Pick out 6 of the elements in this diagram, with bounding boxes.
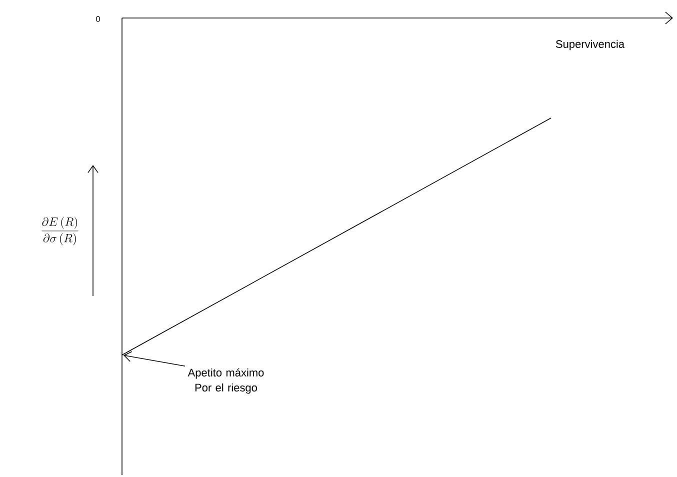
axis-label: Supervivencia (556, 40, 625, 50)
axis-formula: $\frac{\partial E\left(R\right)}{\partial \sigma\left(R\right)}$ (42, 216, 78, 246)
leader-arrow (123, 351, 186, 366)
annotation-text: Apetito máximo Por el riesgo (188, 368, 264, 394)
zero-label: 0 (96, 16, 100, 22)
plot-line (122, 118, 552, 356)
